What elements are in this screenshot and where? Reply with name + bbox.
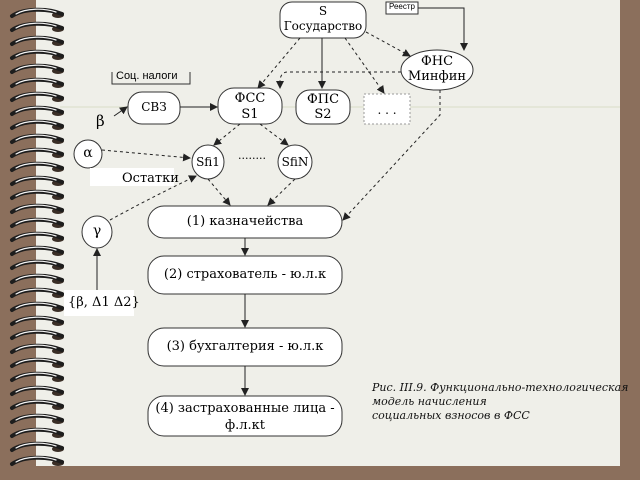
binding-ring: [10, 231, 64, 242]
soc-taxes-bracket: [111, 72, 191, 85]
arrow-fss-sfin: [259, 123, 289, 146]
params-box: [64, 290, 134, 316]
binding-ring: [10, 427, 64, 438]
binding-ring: [10, 49, 64, 60]
params-label: {β, Δ1 Δ2}: [68, 295, 140, 310]
state-sublabel: Государство: [283, 19, 363, 33]
step2-label: (2) страхователь - ю.л.к: [163, 267, 327, 282]
step4-label: (4) застрахованные лица -: [155, 401, 335, 416]
fss-sublabel: S1: [241, 107, 259, 122]
fns-label: ФНС: [420, 54, 454, 69]
soc-taxes-label: Соц. налоги: [116, 70, 178, 82]
alpha-label: α: [83, 145, 93, 161]
state-node: [279, 1, 367, 39]
caption-line-3: социальных взносов в ФСС: [372, 409, 530, 422]
binding-ring: [10, 441, 64, 452]
more-funds-box: [363, 93, 411, 125]
step3-label: (3) бухгалтерия - ю.л.к: [166, 339, 324, 354]
binding-ring: [10, 385, 64, 396]
more-funds-label: . . .: [377, 103, 397, 117]
arrow-beta-svz: [113, 106, 128, 117]
binding-ring: [10, 259, 64, 270]
binding-ring: [10, 77, 64, 88]
binding-ring: [10, 21, 64, 32]
caption-line-2: модель начисления: [372, 395, 487, 408]
step1-label: (1) казначейства: [186, 214, 304, 229]
binding-ring: [10, 343, 64, 354]
binding-ring: [10, 7, 64, 18]
spiral-binding: [10, 7, 64, 466]
dots-label: ........: [238, 149, 266, 162]
svz-label: СВЗ: [141, 100, 167, 114]
remainders-box: [90, 168, 174, 186]
binding-ring: [10, 455, 64, 466]
binding-ring: [10, 245, 64, 256]
sfin-label: SfiN: [281, 155, 309, 169]
step4-sublabel: ф.л.кt: [224, 418, 266, 433]
binding-ring: [10, 63, 64, 74]
alpha-node: [73, 139, 103, 169]
fns-node: [400, 49, 474, 91]
fns-sublabel: Минфин: [407, 69, 467, 84]
fss-label: ФСС: [234, 91, 266, 106]
arrow-fns-fss: [276, 71, 401, 89]
arrow-state-fss: [257, 37, 301, 89]
binding-ring: [10, 329, 64, 340]
arrow-state-more: [344, 37, 385, 94]
state-label: S: [318, 4, 328, 18]
binding-ring: [10, 105, 64, 116]
registry-label: Реестр: [389, 2, 415, 11]
fps-label: ФПС: [306, 92, 340, 107]
binding-ring: [10, 315, 64, 326]
sfi1-label: Sfi1: [196, 155, 220, 169]
arrow-sfi1-step1: [207, 178, 231, 206]
fps-sublabel: S2: [314, 107, 332, 122]
binding-ring: [10, 287, 64, 298]
binding-ring: [10, 203, 64, 214]
binding-ring: [10, 399, 64, 410]
arrow-state-fns: [365, 31, 411, 57]
binding-ring: [10, 371, 64, 382]
arrow-fss-sfi1: [213, 123, 241, 146]
fss-node: [217, 87, 283, 125]
binding-ring: [10, 175, 64, 186]
fps-node: [295, 89, 351, 125]
caption-line-1: Рис. III.9. Функционально-технологическа…: [372, 381, 629, 394]
binding-ring: [10, 357, 64, 368]
binding-ring: [10, 273, 64, 284]
arrow-gamma-sfi1: [109, 175, 197, 221]
binding-ring: [10, 119, 64, 130]
binding-ring: [10, 217, 64, 228]
arrow-sfin-step1: [267, 178, 296, 206]
figure-caption: Рис. III.9. Функционально-технологическа…: [372, 381, 629, 423]
binding-ring: [10, 35, 64, 46]
binding-ring: [10, 301, 64, 312]
binding-ring: [10, 133, 64, 144]
arrow-fns-step1: [342, 90, 441, 221]
svz-node: [127, 91, 181, 125]
binding-ring: [10, 413, 64, 424]
beta-label: β: [96, 112, 105, 130]
binding-ring: [10, 189, 64, 200]
arrow-registry-fns: [418, 7, 468, 51]
gamma-label: γ: [92, 223, 102, 239]
binding-ring: [10, 161, 64, 172]
arrow-alpha-sfi1: [101, 149, 191, 162]
binding-ring: [10, 91, 64, 102]
step4-node: [147, 395, 343, 437]
remainders-label: Остатки: [122, 171, 179, 186]
binding-ring: [10, 147, 64, 158]
